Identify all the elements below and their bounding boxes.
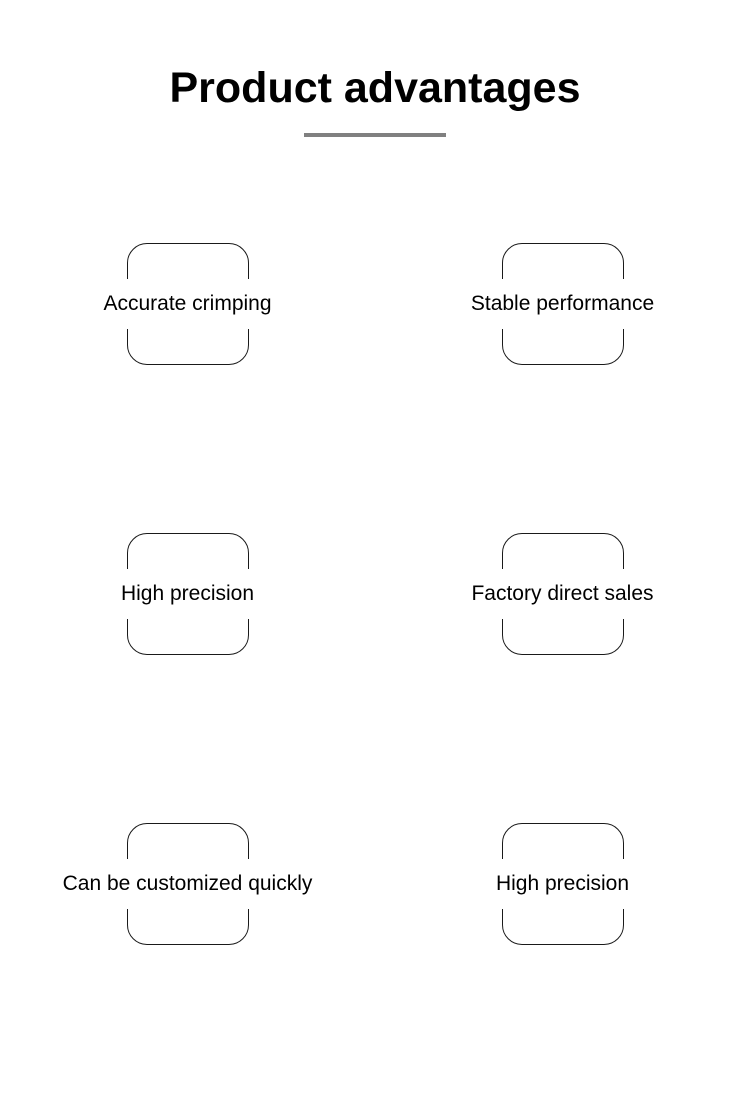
page-title: Product advantages — [169, 64, 581, 112]
advantage-label: High precision — [375, 859, 750, 909]
advantage-label: Factory direct sales — [375, 569, 750, 619]
advantage-card[interactable]: High precision — [375, 823, 750, 945]
title-divider — [304, 133, 446, 137]
advantages-grid: Accurate crimping Stable performance Hig… — [0, 243, 750, 945]
advantage-card[interactable]: Can be customized quickly — [0, 823, 375, 945]
advantage-card[interactable]: Factory direct sales — [375, 533, 750, 655]
advantage-label: Can be customized quickly — [0, 859, 375, 909]
advantage-label: Stable performance — [375, 279, 750, 329]
advantages-row: High precision Factory direct sales — [0, 533, 750, 655]
advantages-row: Accurate crimping Stable performance — [0, 243, 750, 365]
advantage-card[interactable]: Stable performance — [375, 243, 750, 365]
advantage-label: Accurate crimping — [0, 279, 375, 329]
advantage-card[interactable]: High precision — [0, 533, 375, 655]
advantage-card[interactable]: Accurate crimping — [0, 243, 375, 365]
page-header: Product advantages — [0, 0, 750, 137]
advantages-row: Can be customized quickly High precision — [0, 823, 750, 945]
advantage-label: High precision — [0, 569, 375, 619]
